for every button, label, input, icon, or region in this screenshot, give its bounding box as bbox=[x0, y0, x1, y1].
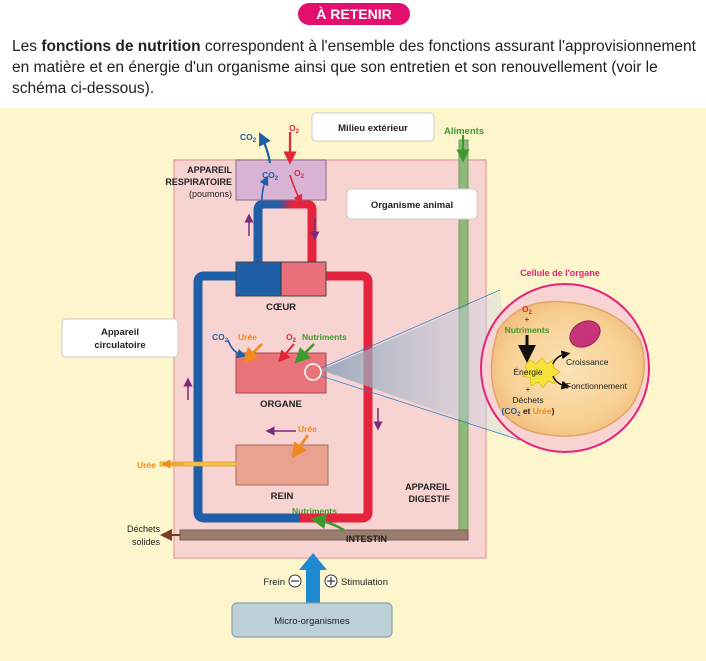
label-dechets-2: solides bbox=[132, 537, 161, 547]
label-nutriments-intestin: Nutriments bbox=[292, 506, 337, 516]
cell-nutriments: Nutriments bbox=[505, 325, 550, 335]
label-co2-organe: CO2 bbox=[212, 332, 229, 344]
label-appareil-resp-1: APPAREIL bbox=[187, 165, 232, 175]
organ-uree-arrow bbox=[242, 343, 263, 364]
lungs-box bbox=[235, 159, 327, 201]
organ-nutriments-arrow bbox=[294, 343, 315, 364]
label-organe: ORGANE bbox=[260, 399, 302, 410]
cell-title: Cellule de l'organe bbox=[520, 268, 600, 278]
intro-prefix: Les bbox=[12, 38, 42, 55]
cell-nucleus bbox=[569, 320, 601, 348]
arrow-croissance bbox=[552, 350, 571, 365]
retenir-badge: À RETENIR bbox=[298, 3, 410, 25]
cell-dechets: Déchets bbox=[512, 395, 543, 405]
arterial-side bbox=[300, 271, 373, 523]
stimulation-shaft bbox=[306, 566, 320, 604]
cell-o2: O2 bbox=[522, 304, 533, 316]
label-o2-resp: O2 bbox=[294, 168, 305, 180]
label-uree-out: Urée bbox=[137, 460, 156, 470]
diagram-svg: Milieu extérieur Organisme animal Appare… bbox=[61, 112, 650, 638]
cell-dechets-detail: (CO2 et Urée) bbox=[502, 406, 555, 418]
kidney-box bbox=[235, 444, 329, 486]
organ-zoom-circle bbox=[304, 363, 322, 381]
header: À RETENIR Les fonctions de nutrition cor… bbox=[0, 0, 706, 110]
label-o2-organe: O2 bbox=[286, 332, 297, 344]
organ-o2-arrow bbox=[278, 343, 295, 363]
label-co2-top: CO2 bbox=[240, 132, 257, 144]
kidney-uree-arrow bbox=[291, 434, 310, 459]
o2-blood-arrow bbox=[289, 174, 303, 205]
co2-blood-arrow bbox=[259, 175, 269, 201]
urine-tube bbox=[159, 461, 237, 467]
intro-paragraph: Les fonctions de nutrition correspondent… bbox=[12, 36, 702, 99]
cell-body bbox=[490, 300, 645, 437]
label-nutriments-organe: Nutriments bbox=[302, 332, 347, 342]
intro-rest: correspondent à l'ensemble des fonctions… bbox=[12, 38, 696, 97]
appareil-circulatoire-box bbox=[61, 318, 179, 358]
zoom-line-top bbox=[320, 289, 501, 369]
nutrition-diagram: Milieu extérieur Organisme animal Appare… bbox=[0, 108, 706, 661]
label-uree-rein: Urée bbox=[298, 424, 317, 434]
cell-energie: Énergie bbox=[513, 367, 543, 377]
milieu-exterieur-box bbox=[311, 112, 435, 142]
label-o2-top: O2 bbox=[289, 123, 300, 135]
label-poumons: (poumons) bbox=[189, 189, 232, 199]
label-appareil-circulatoire-2: circulatoire bbox=[94, 340, 145, 351]
cell-fonctionnement: Fonctionnement bbox=[566, 381, 628, 391]
intestin-nutriments-arrow bbox=[310, 513, 345, 532]
label-milieu-exterieur: Milieu extérieur bbox=[338, 123, 408, 134]
zoom-beam bbox=[321, 292, 520, 440]
label-micro-organismes: Micro-organismes bbox=[274, 616, 350, 627]
organisme-animal-box bbox=[346, 188, 478, 220]
label-co2-resp: CO2 bbox=[262, 170, 279, 182]
label-intestin: INTESTIN bbox=[346, 534, 387, 544]
label-aliments: Aliments bbox=[444, 126, 484, 137]
label-appareil-digestif-1: APPAREIL bbox=[405, 482, 450, 492]
organ-co2-arrow bbox=[227, 339, 247, 359]
stimulation-head bbox=[299, 553, 327, 570]
label-appareil-resp-2: RESPIRATOIRE bbox=[165, 177, 232, 187]
arrow-fonctionnement bbox=[552, 375, 571, 390]
intestine-tube bbox=[179, 529, 469, 541]
label-appareil-digestif-2: DIGESTIF bbox=[408, 494, 450, 504]
intro-bold: fonctions de nutrition bbox=[41, 38, 201, 55]
label-coeur: CŒUR bbox=[266, 302, 296, 313]
organ-box bbox=[235, 352, 327, 394]
micro-organismes-box bbox=[231, 602, 393, 638]
zoom-line-bottom bbox=[320, 375, 521, 441]
label-dechets-1: Déchets bbox=[127, 524, 161, 534]
label-stimulation: Stimulation bbox=[341, 577, 388, 588]
label-rein: REIN bbox=[271, 491, 294, 502]
cell-plus2: + bbox=[526, 385, 531, 394]
label-uree-organe: Urée bbox=[238, 332, 257, 342]
cell-plus: + bbox=[525, 315, 530, 324]
label-appareil-circulatoire-1: Appareil bbox=[101, 327, 139, 338]
co2-out-arrow bbox=[259, 132, 272, 164]
cell-croissance: Croissance bbox=[566, 357, 609, 367]
pulmonary-loop bbox=[253, 199, 317, 262]
label-frein: Frein bbox=[263, 577, 285, 588]
label-organisme-animal: Organisme animal bbox=[371, 200, 453, 211]
